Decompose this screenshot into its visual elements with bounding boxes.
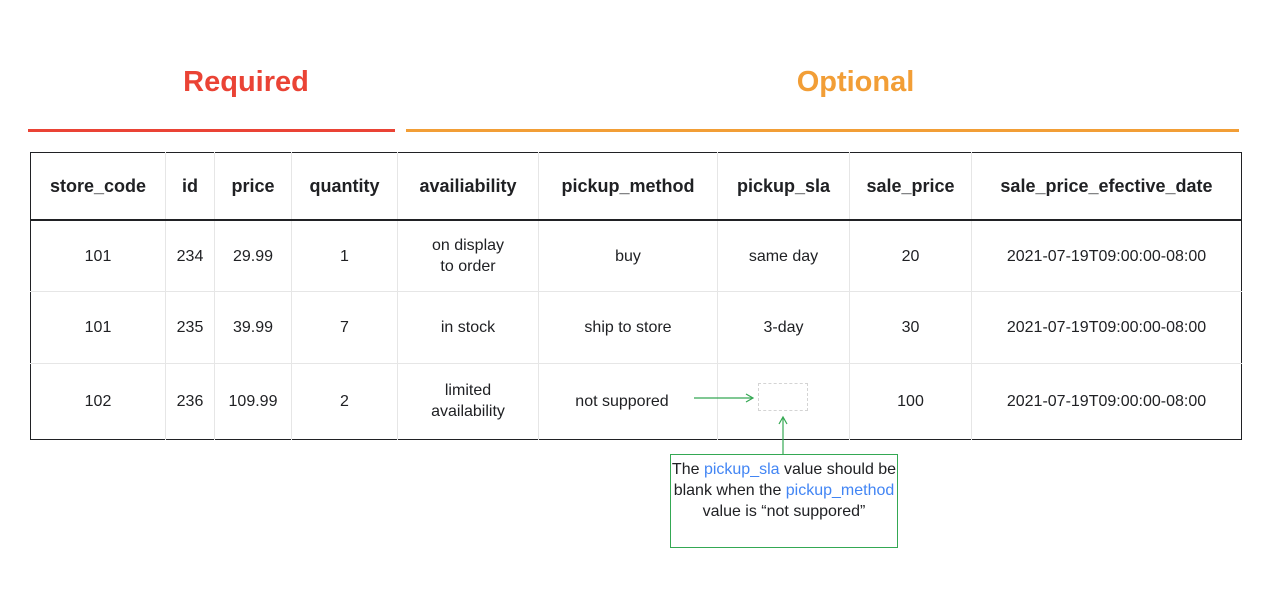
note-text: value is “not suppored”	[702, 503, 866, 520]
table-cell: 234	[165, 219, 215, 292]
table-row: 102 236 109.99 2 limited availability no…	[30, 362, 1242, 440]
table-cell: 2	[291, 362, 398, 440]
table-cell: 102	[30, 362, 166, 440]
table-cell: 1	[291, 219, 398, 292]
table-cell: 100	[849, 362, 972, 440]
table-cell: 2021-07-19T09:00:00-08:00	[971, 291, 1242, 364]
required-underline	[28, 129, 395, 132]
table-cell: 2021-07-19T09:00:00-08:00	[971, 362, 1242, 440]
table-cell: same day	[717, 219, 850, 292]
col-header-sale-price: sale_price	[849, 152, 972, 221]
table-cell: 39.99	[214, 291, 292, 364]
table-cell: 20	[849, 219, 972, 292]
col-header-sale-price-effective-date: sale_price_efective_date	[971, 152, 1242, 221]
table-row: 101 234 29.99 1 on display to order buy …	[30, 219, 1242, 292]
inventory-feed-table: store_code id price quantity availiabili…	[30, 152, 1242, 440]
optional-heading: Optional	[796, 66, 915, 98]
table-cell: on display to order	[397, 219, 539, 292]
col-header-availability: availiability	[397, 152, 539, 221]
table-row: 101 235 39.99 7 in stock ship to store 3…	[30, 291, 1242, 364]
table-cell: ship to store	[538, 291, 718, 364]
col-header-price: price	[214, 152, 292, 221]
note-field-pickup-sla: pickup_sla	[703, 461, 780, 478]
table-cell: 101	[30, 291, 166, 364]
table-cell: 2021-07-19T09:00:00-08:00	[971, 219, 1242, 292]
col-header-id: id	[165, 152, 215, 221]
required-heading: Required	[183, 66, 309, 98]
table-cell: not suppored	[538, 362, 718, 440]
table-cell: 30	[849, 291, 972, 364]
col-header-quantity: quantity	[291, 152, 398, 221]
col-header-store-code: store_code	[30, 152, 166, 221]
pickup-sla-note: The pickup_sla value should be blank whe…	[670, 454, 898, 548]
table-cell: limited availability	[397, 362, 539, 440]
note-text: value should be blank when the	[673, 461, 897, 499]
blank-value-placeholder	[758, 383, 808, 411]
table-cell: 235	[165, 291, 215, 364]
col-header-pickup-method: pickup_method	[538, 152, 718, 221]
table-cell: 101	[30, 219, 166, 292]
table-cell: 3-day	[717, 291, 850, 364]
col-header-pickup-sla: pickup_sla	[717, 152, 850, 221]
note-field-pickup-method: pickup_method	[785, 482, 895, 499]
table-cell: 29.99	[214, 219, 292, 292]
table-cell: 236	[165, 362, 215, 440]
table-cell: in stock	[397, 291, 539, 364]
header-row: store_code id price quantity availiabili…	[30, 152, 1242, 221]
table-cell: buy	[538, 219, 718, 292]
optional-underline	[406, 129, 1239, 132]
note-text: The	[671, 461, 704, 478]
table-cell: 7	[291, 291, 398, 364]
table-cell: 109.99	[214, 362, 292, 440]
